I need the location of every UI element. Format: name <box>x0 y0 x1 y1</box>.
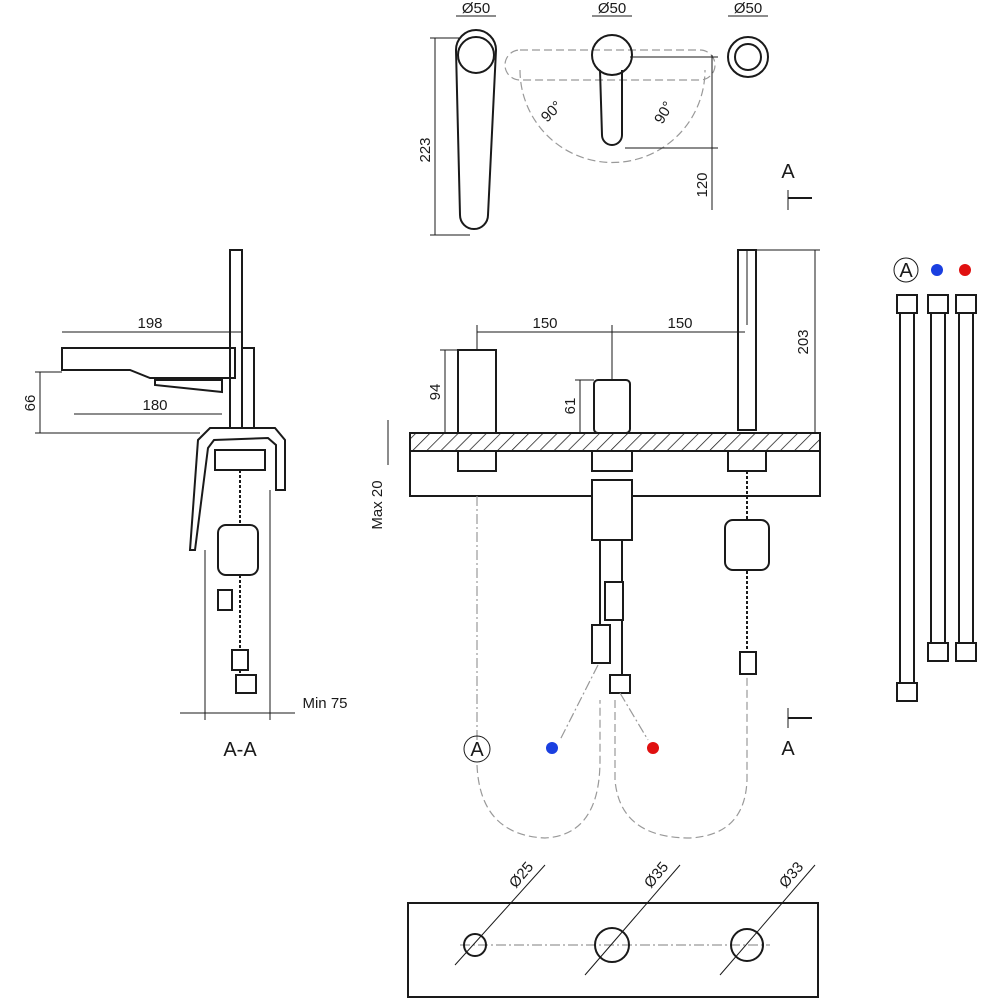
dim-150-right: 150 <box>667 315 692 332</box>
holes-plate: Ø25 Ø35 Ø33 <box>407 859 819 998</box>
section-label: A-A <box>223 739 257 761</box>
hoses-legend: A <box>893 257 977 702</box>
hand-shower-side <box>229 249 243 431</box>
legend-hot-dot <box>959 264 971 276</box>
deck-hatched <box>409 432 821 452</box>
shower-holder-top <box>727 36 769 78</box>
dim-150-left: 150 <box>532 315 557 332</box>
section-mark-top: A <box>781 161 795 183</box>
lever-front <box>593 379 631 434</box>
dim-198: 198 <box>137 315 162 332</box>
spout-front <box>457 349 497 434</box>
dim-66: 66 <box>22 395 39 412</box>
legend-cold-dot <box>931 264 943 276</box>
dim-dia-50-b: Ø50 <box>598 0 626 17</box>
section-mark-bottom: A <box>781 738 795 760</box>
hose-marker-a: A <box>470 739 484 761</box>
dim-min-75: Min 75 <box>302 695 347 712</box>
angle-left: 90° <box>538 98 566 126</box>
dim-max-20: Max 20 <box>369 480 386 529</box>
dim-dia-50-a: Ø50 <box>462 0 490 17</box>
hole-35 <box>594 927 630 963</box>
dim-dia-25: Ø25 <box>506 859 537 892</box>
angle-right: 90° <box>651 99 677 127</box>
dim-61: 61 <box>562 398 579 415</box>
legend-marker-a: A <box>899 260 913 282</box>
dim-223: 223 <box>417 137 434 162</box>
side-section: 198 180 66 Min 75 A-A <box>22 249 348 761</box>
hole-33 <box>730 928 764 962</box>
front-view: 150 150 203 94 61 Max 20 A A <box>369 249 821 839</box>
lever-top <box>591 34 633 76</box>
spout-side <box>61 347 236 379</box>
dim-dia-33: Ø33 <box>776 859 807 892</box>
dim-94: 94 <box>427 384 444 401</box>
dim-dia-50-c: Ø50 <box>734 0 762 17</box>
dim-180: 180 <box>142 397 167 414</box>
cold-water-dot <box>546 742 558 754</box>
dim-dia-35: Ø35 <box>641 859 672 892</box>
spout-top-outline <box>454 29 498 230</box>
dim-120: 120 <box>694 172 711 197</box>
dim-203: 203 <box>795 329 812 354</box>
top-view: 223 Ø50 Ø50 Ø50 90° 90° 120 A <box>417 0 812 236</box>
hole-25 <box>463 933 487 957</box>
hot-water-dot <box>647 742 659 754</box>
